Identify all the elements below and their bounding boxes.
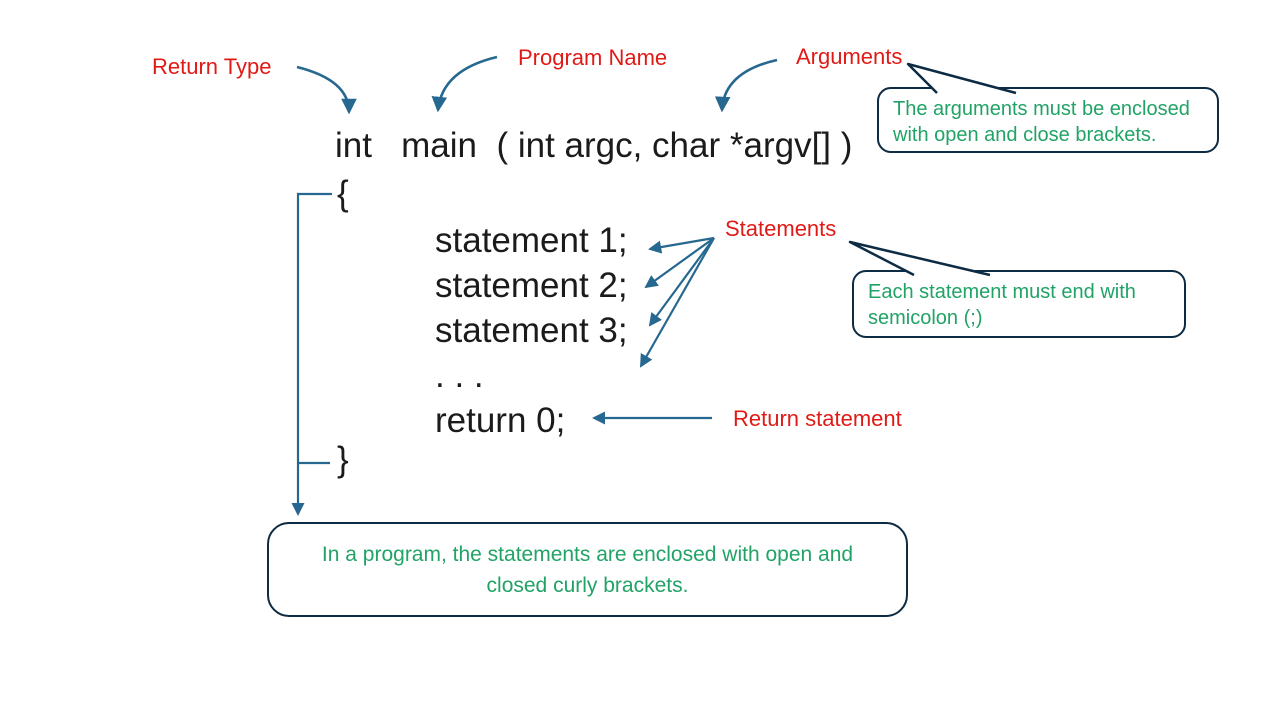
code-line-ellipsis: . . . bbox=[435, 356, 484, 395]
brace-connector-line bbox=[291, 192, 332, 516]
program-name-label: Program Name bbox=[518, 45, 668, 70]
return-statement-label: Return statement bbox=[733, 406, 902, 431]
arguments-arrow bbox=[714, 58, 778, 113]
code-line-statement-2: statement 2; bbox=[435, 266, 628, 305]
statements-arrow-4 bbox=[640, 237, 715, 368]
program-name-arrow bbox=[431, 55, 498, 113]
return-type-label: Return Type bbox=[152, 54, 272, 79]
code-line-return: return 0; bbox=[435, 401, 566, 440]
code-line-statement-1: statement 1; bbox=[435, 221, 628, 260]
code-line-statement-3: statement 3; bbox=[435, 311, 628, 350]
code-signature: int main ( int argc, char *argv[] ) bbox=[335, 126, 853, 165]
code-close-brace: } bbox=[337, 440, 349, 479]
statements-arrow-2 bbox=[644, 237, 715, 289]
braces-note-callout: In a program, the statements are enclose… bbox=[267, 522, 908, 617]
statements-arrow-1 bbox=[648, 236, 715, 254]
statements-note-callout: Each statement must end with semicolon (… bbox=[852, 270, 1186, 338]
arguments-label: Arguments bbox=[796, 44, 903, 69]
arguments-note-callout: The arguments must be enclosed with open… bbox=[877, 87, 1219, 153]
statements-arrow-3 bbox=[648, 237, 715, 327]
return-type-arrow bbox=[296, 65, 357, 115]
statements-label: Statements bbox=[725, 216, 837, 241]
code-statements-block: statement 1; statement 2; statement 3; .… bbox=[435, 218, 628, 443]
code-open-brace: { bbox=[337, 174, 349, 213]
